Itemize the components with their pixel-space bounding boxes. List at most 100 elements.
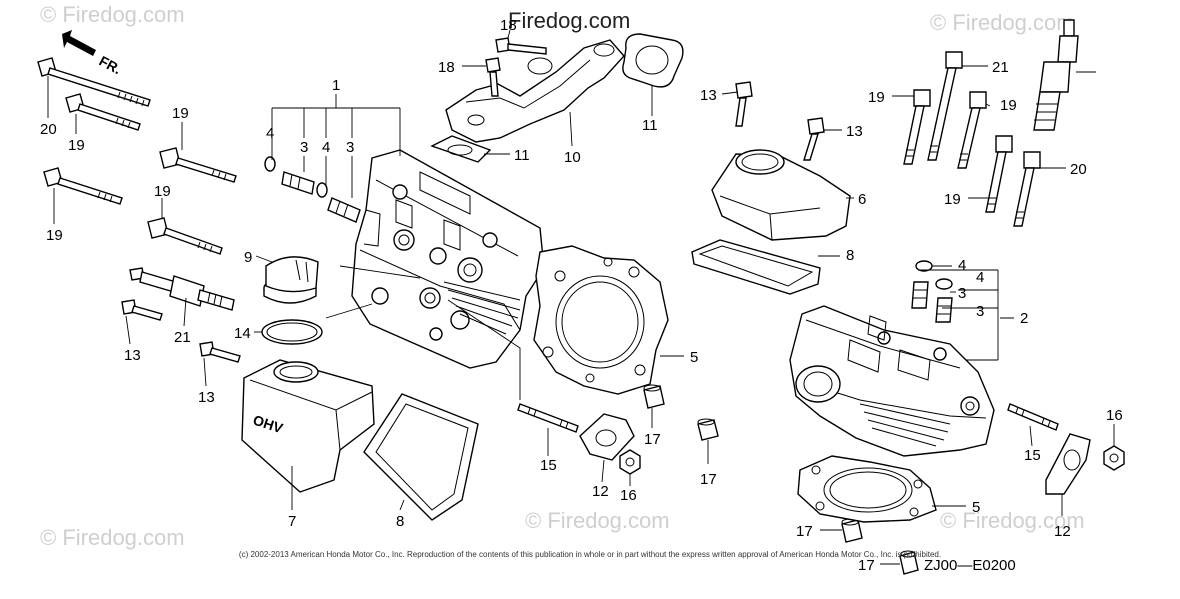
callout-11: 11 bbox=[642, 117, 658, 134]
callout-19: 19 bbox=[46, 227, 63, 244]
callout-17: 17 bbox=[796, 523, 813, 540]
flange-bolt-19 bbox=[985, 135, 1013, 213]
callout-3: 3 bbox=[346, 139, 354, 156]
watermark: © Firedog.com bbox=[930, 10, 1075, 35]
flange-bolt-19 bbox=[147, 217, 223, 255]
callout-3: 3 bbox=[958, 285, 966, 302]
cover-gasket-8 bbox=[363, 393, 479, 521]
valve-cover-7: OHV bbox=[241, 359, 375, 493]
flange-bolt-19 bbox=[1013, 151, 1041, 227]
callout-12: 12 bbox=[592, 483, 609, 500]
callout-13: 13 bbox=[124, 347, 141, 364]
callout-20: 21 bbox=[992, 59, 1009, 76]
dowel-pin-17 bbox=[643, 384, 665, 409]
callout-17: 17 bbox=[644, 431, 661, 448]
callout-6: 6 bbox=[858, 191, 866, 208]
head-gasket-5 bbox=[797, 455, 937, 523]
watermark: © Firedog.com bbox=[40, 525, 185, 550]
callout-8: 8 bbox=[846, 247, 854, 264]
copyright-notice: (c) 2002-2013 American Honda Motor Co., … bbox=[238, 550, 942, 559]
valve-stem-seal-3 bbox=[281, 171, 315, 195]
flange-bolt-19 bbox=[65, 93, 141, 131]
callout-4: 4 bbox=[976, 269, 984, 286]
callout-13: 13 bbox=[700, 87, 717, 104]
dowel-pin-17 bbox=[697, 418, 719, 441]
exhaust-pipe-10 bbox=[445, 39, 625, 143]
valve-stem-seal-3 bbox=[327, 197, 361, 223]
flange-bolt-13 bbox=[199, 341, 241, 363]
flange-bolt-13 bbox=[803, 117, 825, 161]
callout-3: 3 bbox=[976, 303, 984, 320]
watermark-top: Firedog.com bbox=[508, 8, 630, 33]
exhaust-gasket-11 bbox=[622, 33, 684, 88]
callout-14: 14 bbox=[234, 325, 251, 342]
callout-12: 12 bbox=[1054, 523, 1071, 540]
insulator-12 bbox=[1045, 433, 1091, 495]
dowel-pin-17 bbox=[841, 518, 863, 543]
cylinder-head-2 bbox=[789, 305, 995, 457]
head-gasket-5 bbox=[533, 245, 669, 395]
cylinder-head-1 bbox=[351, 149, 545, 369]
callout-20: 20 bbox=[40, 121, 57, 138]
flange-bolt-18 bbox=[485, 57, 501, 97]
retaining-clip-4 bbox=[264, 156, 276, 172]
callout-17: 17 bbox=[700, 471, 717, 488]
callout-17: 17 bbox=[858, 557, 875, 574]
callout-4: 4 bbox=[266, 125, 274, 142]
stud-bolt-15 bbox=[1007, 403, 1059, 431]
callout-16: 16 bbox=[620, 487, 637, 504]
callout-18: 18 bbox=[500, 17, 517, 34]
flange-bolt-19 bbox=[957, 91, 987, 169]
leader-lines bbox=[47, 29, 1115, 565]
stud-bolt-15 bbox=[517, 403, 579, 433]
watermark: © Firedog.com bbox=[40, 2, 185, 27]
callout-19: 19 bbox=[68, 137, 85, 154]
callout-4: 4 bbox=[322, 139, 330, 156]
spark-plug-21 bbox=[129, 267, 235, 311]
callout-21: 21 bbox=[174, 329, 191, 346]
diagram-code: ZJ00—E0200 bbox=[924, 557, 1016, 574]
retaining-clip-4 bbox=[935, 278, 953, 290]
callout-4: 4 bbox=[958, 257, 966, 274]
callout-16: 16 bbox=[1106, 407, 1123, 424]
flange-bolt-long-20 bbox=[37, 57, 151, 107]
callout-13: 13 bbox=[198, 389, 215, 406]
callout-19: 19 bbox=[154, 183, 171, 200]
callout-10: 10 bbox=[564, 149, 581, 166]
callout-19: 19 bbox=[944, 191, 961, 208]
callout-15: 15 bbox=[540, 457, 557, 474]
valve-stem-seal-3 bbox=[911, 281, 929, 309]
retaining-clip-4 bbox=[316, 182, 328, 198]
callout-19: 19 bbox=[868, 89, 885, 106]
front-direction-arrow-icon bbox=[62, 30, 96, 56]
callout-9: 9 bbox=[244, 249, 252, 266]
cover-gasket-8 bbox=[691, 239, 821, 295]
exhaust-gasket-11 bbox=[430, 135, 492, 163]
callout-3: 3 bbox=[300, 139, 308, 156]
spark-plug-21 bbox=[1033, 19, 1079, 131]
insulator-12 bbox=[579, 413, 635, 461]
callout-18: 18 bbox=[438, 59, 455, 76]
flange-bolt-19 bbox=[903, 89, 931, 165]
flange-bolt-20 bbox=[927, 51, 963, 161]
watermark: © Firedog.com bbox=[525, 508, 670, 533]
flange-nut-16 bbox=[1103, 445, 1125, 471]
callout-5: 5 bbox=[972, 499, 980, 516]
callout-13: 13 bbox=[846, 123, 863, 140]
callout-11: 11 bbox=[514, 147, 530, 164]
callout-15: 15 bbox=[1024, 447, 1041, 464]
dowel-pin-17 bbox=[899, 550, 919, 575]
front-direction-label: FR. bbox=[97, 53, 124, 78]
callout-8: 8 bbox=[396, 513, 404, 530]
o-ring-14 bbox=[261, 319, 323, 345]
valve-stem-seal-3 bbox=[935, 297, 953, 323]
callout-5: 5 bbox=[690, 349, 698, 366]
flange-nut-16 bbox=[619, 449, 641, 475]
retaining-clip-4 bbox=[915, 260, 933, 272]
callout-19: 19 bbox=[172, 105, 189, 122]
callout-19: 19 bbox=[1000, 97, 1017, 114]
callout-labels: 1 2 3 3 3 3 4 4 4 4 5 5 6 7 8 8 9 10 11 … bbox=[40, 17, 1123, 574]
callout-7: 7 bbox=[288, 513, 296, 530]
valve-cover-6 bbox=[711, 149, 851, 241]
